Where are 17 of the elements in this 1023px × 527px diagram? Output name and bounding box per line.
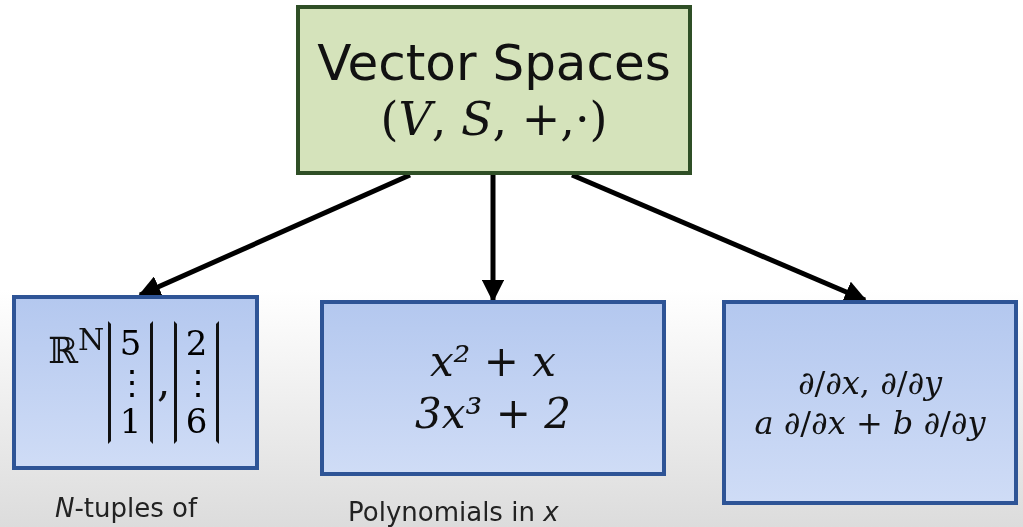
math-expression: 3x³ + 2	[415, 388, 571, 440]
example-box	[12, 295, 259, 470]
math-symbol: ℝ$^{N}$	[48, 320, 105, 373]
column-vector: 2 ⋮ 6	[174, 320, 219, 445]
node-label: Polynomials in x	[348, 497, 559, 527]
column-vector: 5 ⋮ 1	[108, 320, 153, 445]
title: Vector Spaces	[317, 34, 671, 92]
math-expression: ∂/∂x, ∂/∂y	[797, 362, 943, 403]
comma: ,	[156, 356, 171, 409]
title-box	[296, 5, 692, 175]
math-expression: (V, S, +,·)	[380, 92, 608, 146]
math-expression: x² + x	[429, 335, 557, 388]
arrow	[481, 175, 505, 303]
math-expression: a ∂/∂x + b ∂/∂y	[754, 402, 986, 443]
example-box	[722, 300, 1018, 505]
node-label: N-tuples of	[55, 493, 198, 523]
example-box	[320, 300, 666, 476]
